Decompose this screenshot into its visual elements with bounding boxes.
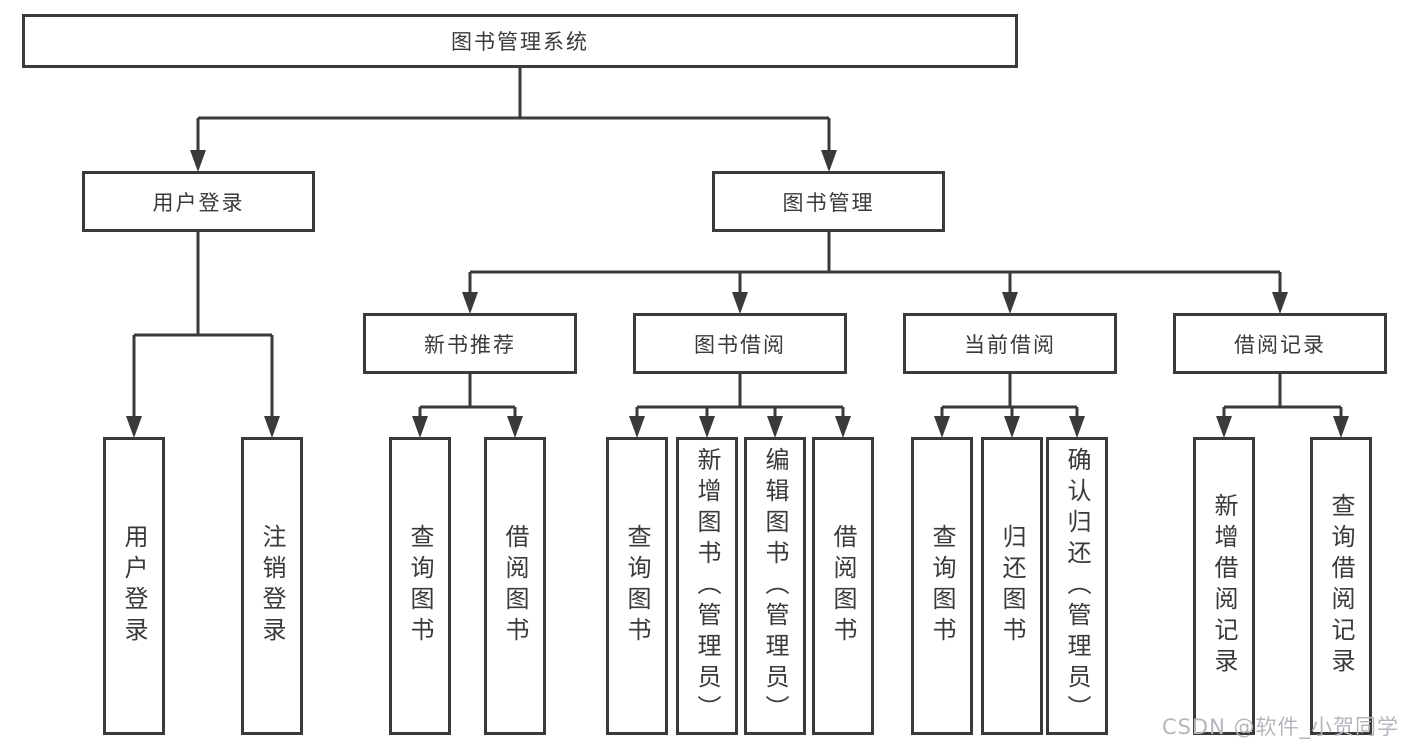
leaf-label: 查询图书 — [623, 524, 651, 648]
leaf-query-books-borrow: 查询图书 — [606, 437, 668, 735]
node-current-borrow: 当前借阅 — [903, 313, 1117, 374]
csdn-watermark: CSDN @软件_小贺同学 — [1161, 715, 1399, 739]
leaf-add-books-admin: 新增图书（管理员） — [676, 437, 738, 735]
node-root-system: 图书管理系统 — [22, 14, 1018, 68]
leaf-query-books-recommend: 查询图书 — [389, 437, 451, 735]
leaf-label: 编辑图书（管理员） — [761, 446, 789, 726]
leaf-return-books: 归还图书 — [981, 437, 1043, 735]
leaf-label: 借阅图书 — [829, 524, 857, 648]
leaf-edit-books-admin: 编辑图书（管理员） — [744, 437, 806, 735]
node-book-borrow: 图书借阅 — [633, 313, 847, 374]
leaf-label: 查询图书 — [406, 524, 434, 648]
leaf-borrow-books-recommend: 借阅图书 — [484, 437, 546, 735]
leaf-label: 查询图书 — [928, 524, 956, 648]
leaf-label: 查询借阅记录 — [1327, 493, 1355, 679]
leaf-label: 用户登录 — [120, 524, 148, 648]
leaf-query-books-current: 查询图书 — [911, 437, 973, 735]
leaf-logout: 注销登录 — [241, 437, 303, 735]
leaf-user-login: 用户登录 — [103, 437, 165, 735]
leaf-label: 归还图书 — [998, 524, 1026, 648]
node-book-management: 图书管理 — [712, 171, 945, 232]
leaf-label: 新增借阅记录 — [1210, 493, 1238, 679]
leaf-add-borrow-record: 新增借阅记录 — [1193, 437, 1255, 735]
leaf-label: 确认归还（管理员） — [1063, 446, 1091, 726]
node-new-book-recommend: 新书推荐 — [363, 313, 577, 374]
leaf-confirm-return-admin: 确认归还（管理员） — [1046, 437, 1108, 735]
node-borrow-records: 借阅记录 — [1173, 313, 1387, 374]
node-user-login: 用户登录 — [82, 171, 315, 232]
leaf-label: 新增图书（管理员） — [693, 446, 721, 726]
leaf-borrow-books: 借阅图书 — [812, 437, 874, 735]
leaf-label: 借阅图书 — [501, 524, 529, 648]
leaf-query-borrow-record: 查询借阅记录 — [1310, 437, 1372, 735]
leaf-label: 注销登录 — [258, 524, 286, 648]
